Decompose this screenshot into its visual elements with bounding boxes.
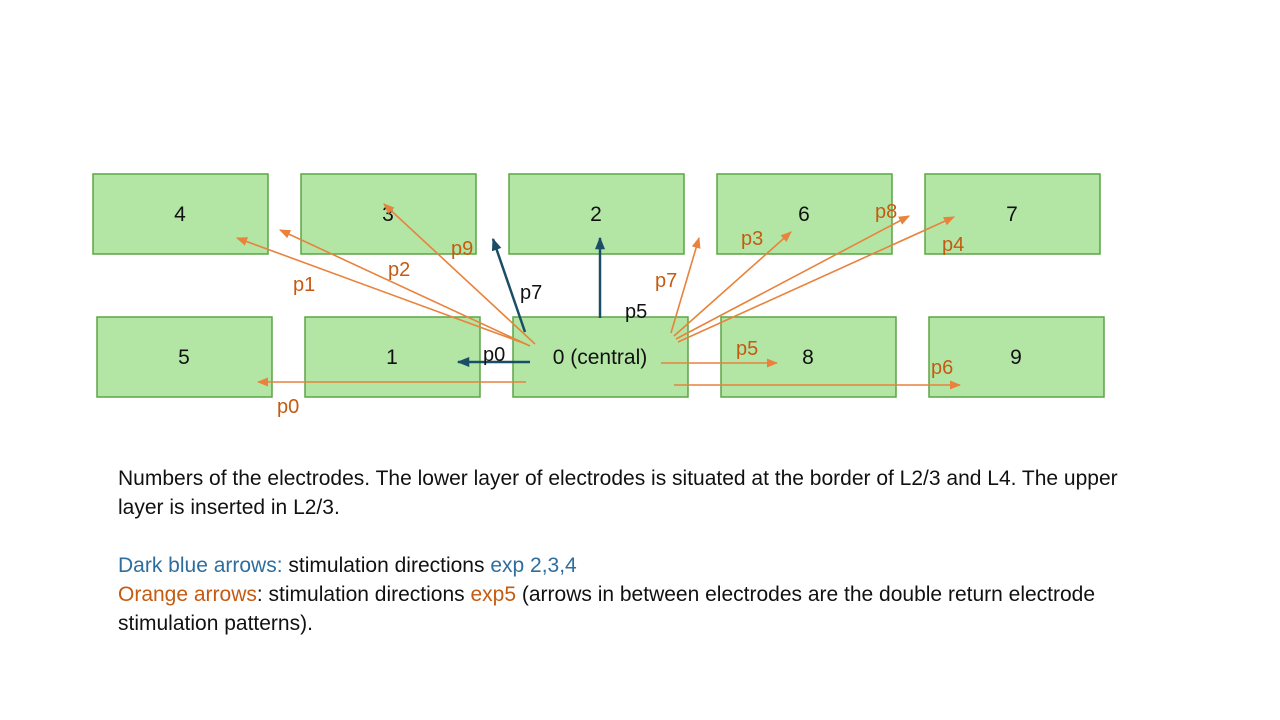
orange-legend-key: Orange arrows [118, 583, 257, 606]
blue-label-p5: p5 [625, 301, 647, 323]
orange-label-p2: p2 [388, 259, 410, 281]
orange-arrow-p8 [675, 215, 910, 340]
orange-label-p1: p1 [293, 274, 315, 296]
electrode-2: 2 [508, 173, 685, 255]
orange-label-p5: p5 [736, 338, 758, 360]
blue-legend-desc: stimulation directions [282, 554, 491, 577]
orange-legend-rest: (arrows in between electrodes are the do… [118, 583, 1096, 635]
caption-orange-legend: Orange arrows: stimulation directions ex… [118, 580, 1138, 638]
blue-label-p7: p7 [520, 282, 542, 304]
electrode-7: 7 [924, 173, 1101, 255]
orange-arrow-p9 [383, 203, 536, 345]
electrode-0-central: 0 (central) [512, 316, 689, 398]
blue-label-p0: p0 [483, 344, 505, 366]
orange-arrow-p1 [235, 237, 527, 345]
orange-label-p9: p9 [451, 238, 473, 260]
orange-label-p3: p3 [741, 228, 763, 250]
electrode-4: 4 [92, 173, 269, 255]
caption-blue-legend: Dark blue arrows: stimulation directions… [118, 551, 1138, 580]
orange-label-p6: p6 [931, 357, 953, 379]
blue-legend-key: Dark blue arrows: [118, 554, 283, 577]
orange-arrow-p2 [278, 229, 531, 347]
orange-arrow-p4 [677, 216, 956, 343]
blue-arrow-p7 [491, 237, 527, 333]
electrode-8-label: 8 [802, 346, 814, 369]
electrode-1: 1 [304, 316, 481, 398]
electrode-2-label: 2 [590, 203, 602, 226]
electrode-7-label: 7 [1006, 203, 1018, 226]
orange-legend-desc: : stimulation directions [256, 583, 471, 606]
orange-label-p0: p0 [277, 396, 299, 418]
orange-label-p4: p4 [942, 234, 964, 256]
blue-legend-exp: exp 2,3,4 [490, 554, 577, 577]
electrode-8: 8 [720, 316, 897, 398]
electrode-1-label: 1 [386, 346, 398, 369]
orange-label-p7: p7 [655, 270, 677, 292]
caption-electrode-numbers: Numbers of the electrodes. The lower lay… [118, 467, 1118, 519]
electrode-4-label: 4 [174, 203, 186, 226]
electrode-5-label: 5 [178, 346, 190, 369]
orange-legend-exp: exp5 [470, 583, 517, 606]
electrode-3-label: 3 [382, 203, 394, 226]
electrode-6-label: 6 [798, 203, 810, 226]
electrode-5: 5 [96, 316, 273, 398]
orange-arrow-p3 [673, 231, 792, 337]
electrode-9-label: 9 [1010, 346, 1022, 369]
orange-arrow-p7 [670, 236, 701, 334]
caption: Numbers of the electrodes. The lower lay… [118, 464, 1138, 638]
orange-label-p8: p8 [875, 201, 897, 223]
electrode-0-label: 0 (central) [553, 346, 648, 369]
electrode-3: 3 [300, 173, 477, 255]
